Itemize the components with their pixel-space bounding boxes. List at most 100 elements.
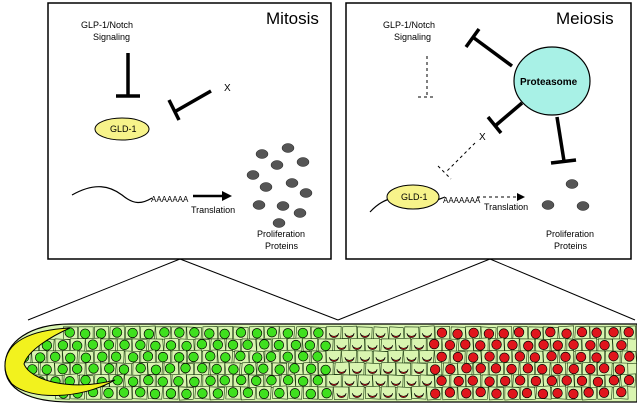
meiotic-nucleus xyxy=(623,327,634,338)
meiotic-nucleus xyxy=(453,375,464,387)
meiosis-protein-dots xyxy=(541,179,590,211)
meiotic-nucleus xyxy=(552,364,563,375)
transition-zone-nucleus xyxy=(352,368,362,374)
mitotic-nucleus xyxy=(188,351,199,363)
distal-tip-cell xyxy=(4,327,116,397)
mitotic-nucleus xyxy=(227,339,239,351)
meiotic-nucleus xyxy=(568,339,579,350)
meiotic-nucleus xyxy=(530,328,541,339)
transition-zone-nucleus xyxy=(414,392,424,398)
mitotic-nucleus xyxy=(110,351,122,362)
meiotic-nucleus xyxy=(436,327,448,338)
mitotic-nucleus xyxy=(235,350,246,362)
meiotic-nucleus xyxy=(491,388,502,399)
mitotic-nucleus xyxy=(251,328,263,339)
transition-zone-nucleus xyxy=(375,356,386,362)
transition-zone-nucleus xyxy=(391,356,401,362)
mitosis-gld-label: GLD-1 xyxy=(110,124,137,134)
mitotic-nucleus xyxy=(189,376,200,387)
meiotic-nucleus xyxy=(585,340,596,351)
transition-zone-nucleus xyxy=(352,392,362,398)
mitotic-nucleus xyxy=(127,327,138,339)
mitotic-nucleus xyxy=(181,388,192,400)
transition-zone-nucleus xyxy=(398,344,409,350)
transition-zone-nucleus xyxy=(422,380,432,386)
mitotic-nucleus xyxy=(258,363,269,374)
transition-zone-nucleus xyxy=(344,332,355,338)
meiotic-nucleus xyxy=(475,363,486,374)
meiotic-nucleus xyxy=(537,388,549,400)
meiotic-nucleus xyxy=(514,375,526,386)
meiotic-nucleus xyxy=(530,375,542,387)
meiotic-nucleus xyxy=(608,375,620,386)
meiotic-nucleus xyxy=(436,375,447,386)
mitotic-nucleus xyxy=(312,375,323,386)
meiotic-nucleus xyxy=(483,328,495,339)
mitotic-nucleus xyxy=(259,339,270,350)
t-bar-inhibition-icon xyxy=(486,101,524,135)
meiotic-nucleus xyxy=(616,340,627,351)
mitotic-nucleus xyxy=(181,340,192,352)
mitotic-nucleus xyxy=(164,363,176,374)
meiotic-nucleus xyxy=(475,386,486,398)
proliferation-protein-dots xyxy=(246,143,313,228)
mitotic-nucleus xyxy=(143,375,154,386)
transition-zone-nucleus xyxy=(422,332,432,338)
mitotic-nucleus xyxy=(87,339,99,350)
dashed-arrow-icon xyxy=(477,193,525,201)
meiotic-nucleus xyxy=(560,351,571,363)
mitotic-nucleus xyxy=(118,387,130,398)
meiotic-nucleus xyxy=(583,387,594,398)
meiotic-nucleus xyxy=(523,340,534,352)
meiotic-nucleus xyxy=(490,363,502,374)
transition-zone-nucleus xyxy=(360,332,370,338)
meiotic-nucleus xyxy=(429,364,441,375)
mitotic-nucleus xyxy=(219,375,230,386)
meiotic-nucleus xyxy=(568,388,579,400)
gld1-protein xyxy=(94,117,150,141)
transition-zone-nucleus xyxy=(422,356,432,362)
mitotic-nucleus xyxy=(242,387,254,398)
mitotic-nucleus xyxy=(274,387,285,399)
mitotic-nucleus xyxy=(220,352,231,363)
meiotic-nucleus xyxy=(461,388,472,399)
transition-zone-nucleus xyxy=(406,332,417,338)
mitotic-nucleus xyxy=(321,388,332,399)
mitotic-nucleus xyxy=(97,351,108,362)
t-bar-inhibition-icon xyxy=(116,53,140,98)
meiotic-nucleus xyxy=(498,328,509,339)
meiotic-nucleus xyxy=(484,376,495,387)
mitotic-nucleus xyxy=(212,339,223,350)
mitotic-nucleus xyxy=(65,352,76,363)
mitotic-nucleus xyxy=(72,340,83,351)
transition-zone-nucleus xyxy=(406,356,417,362)
germ-cell-boundary xyxy=(388,374,404,389)
meiotic-nucleus xyxy=(614,364,626,375)
mitotic-nucleus xyxy=(35,352,46,363)
meiotic-nucleus xyxy=(624,351,635,362)
mitosis-polya: AAAAAAA xyxy=(151,195,189,204)
meiotic-nucleus xyxy=(598,363,610,374)
meiotic-nucleus xyxy=(521,387,533,399)
meiosis-title: Meiosis xyxy=(556,9,614,28)
mitotic-nucleus xyxy=(298,376,309,387)
meiotic-nucleus xyxy=(546,350,557,362)
meiotic-nucleus xyxy=(499,352,510,363)
mitotic-nucleus xyxy=(157,351,169,363)
mitotic-nucleus xyxy=(197,388,208,399)
transition-zone-nucleus xyxy=(391,332,401,338)
mitosis-x-mark: X xyxy=(224,83,231,94)
proteasome-complex xyxy=(513,46,591,116)
transition-zone-nucleus xyxy=(336,368,347,374)
mitotic-nucleus xyxy=(104,363,115,374)
t-bar-inhibition-icon xyxy=(550,116,577,165)
germ-cell-boundary xyxy=(395,386,412,401)
mitotic-nucleus xyxy=(274,364,285,375)
meiotic-nucleus xyxy=(552,340,563,351)
mitotic-nucleus xyxy=(142,351,154,362)
transition-zone-nucleus xyxy=(367,392,378,398)
meiotic-nucleus xyxy=(436,351,447,362)
transition-zone-nucleus xyxy=(414,368,424,374)
germ-cell-boundary xyxy=(388,326,405,341)
